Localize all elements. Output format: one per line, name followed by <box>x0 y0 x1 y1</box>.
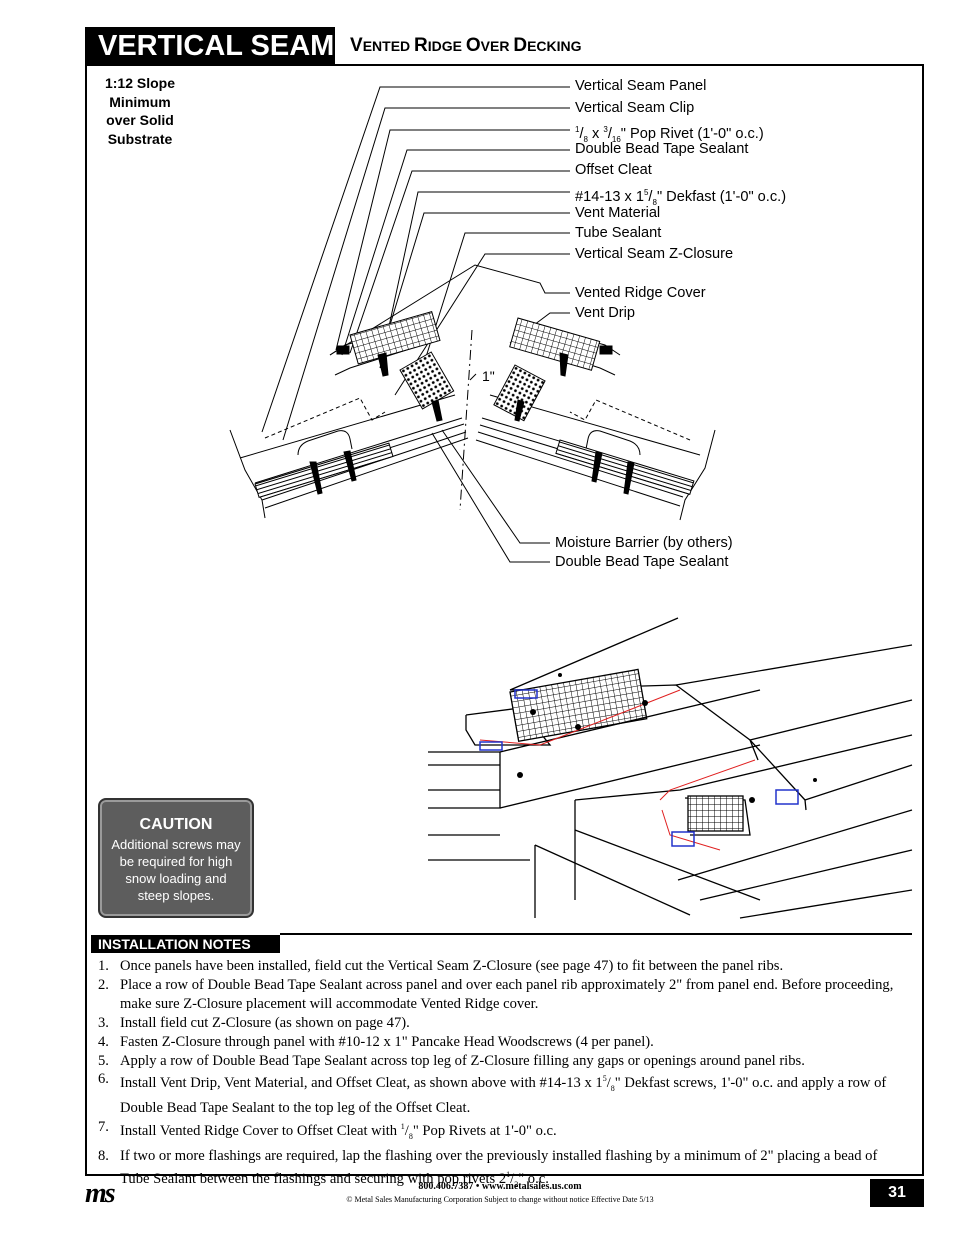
fraction-den: 8 <box>610 1084 615 1094</box>
note-number: 2. <box>98 976 109 993</box>
installation-notes-heading: INSTALLATION NOTES <box>91 935 280 953</box>
callout-vent-material: Vent Material <box>575 205 661 221</box>
list-item: 1. Once panels have been installed, field… <box>98 957 903 976</box>
callout-moisture-barrier: Moisture Barrier (by others) <box>555 535 733 551</box>
footer-contact: 800.406.7387 • www.metalsales.us.com <box>418 1181 582 1192</box>
note-number: 4. <box>98 1033 109 1050</box>
subtitle-rest: ECKING <box>527 38 582 54</box>
list-item: 8. If two or more flashings are required,… <box>98 1147 903 1195</box>
callout-cleat: Offset Cleat <box>575 162 652 178</box>
slope-note-line: Minimum <box>109 93 171 110</box>
callout-tube-sealant: Tube Sealant <box>575 225 662 241</box>
rivet-mid: x <box>587 125 604 142</box>
list-item: 3. Install field cut Z-Closure (as shown … <box>98 1014 903 1033</box>
list-item: 7. Install Vented Ridge Cover to Offset C… <box>98 1118 903 1147</box>
note-number: 6. <box>98 1071 109 1088</box>
note-text: If two or more flashings are required, l… <box>120 1147 878 1189</box>
fraction-den: 8 <box>652 197 657 207</box>
note-text: Install Vent Drip, Vent Material, and Of… <box>120 1074 887 1117</box>
page-title: VERTICAL SEAM <box>85 27 335 65</box>
note-text-pre: Install Vent Drip, Vent Material, and Of… <box>120 1075 603 1092</box>
note-text-post: " o.c. <box>518 1170 549 1187</box>
subtitle-cap: D <box>513 35 528 56</box>
note-text-pre: If two or more flashings are required, l… <box>120 1147 878 1187</box>
company-logo: ms <box>85 1178 116 1209</box>
footer-copyright: © Metal Sales Manufacturing Corporation … <box>346 1195 654 1204</box>
note-number: 7. <box>98 1119 109 1136</box>
note-text: Place a row of Double Bead Tape Sealant … <box>120 976 894 1012</box>
note-number: 8. <box>98 1147 109 1164</box>
fraction-num: 5 <box>602 1074 607 1084</box>
subtitle-cap: V <box>350 35 363 56</box>
note-number: 5. <box>98 1052 109 1069</box>
note-text: Fasten Z-Closure through panel with #10-… <box>120 1033 654 1050</box>
page-number: 31 <box>870 1179 924 1207</box>
subtitle-rest: VER <box>480 38 514 54</box>
list-item: 4. Fasten Z-Closure through panel with #1… <box>98 1033 903 1052</box>
note-text: Once panels have been installed, field c… <box>120 958 784 974</box>
note-text: Install Vented Ridge Cover to Offset Cle… <box>120 1122 557 1141</box>
fraction-den: 8 <box>408 1131 413 1141</box>
fraction-num: 3 <box>603 125 608 134</box>
callout-tape-sealant: Double Bead Tape Sealant <box>575 141 749 157</box>
subtitle-cap: R <box>414 35 428 56</box>
slope-note-line: over Solid <box>106 112 174 128</box>
subtitle-rest: ENTED <box>362 38 415 54</box>
ridge-perspective-drawing <box>428 617 913 919</box>
fraction-den: 16 <box>611 134 621 144</box>
caution-box: CAUTION Additional screws may be require… <box>98 798 254 918</box>
list-item: 2. Place a row of Double Bead Tape Sealan… <box>98 976 903 1014</box>
callout-dekfast: #14-13 x 15/8" Dekfast (1'-0" o.c.) <box>575 188 787 207</box>
dimension-label: 1" <box>482 368 495 384</box>
divider <box>280 933 912 935</box>
fraction-num: 1 <box>575 125 580 134</box>
slope-note-line: 1:12 Slope <box>104 75 176 91</box>
note-text-pre: Install Vented Ridge Cover to Offset Cle… <box>120 1122 401 1139</box>
fraction-num: 1 <box>506 1169 511 1179</box>
installation-notes-list: 1. Once panels have been installed, field… <box>98 957 903 1194</box>
slope-note: 1:12 Slope Minimum over Solid Substrate <box>90 74 190 148</box>
caution-body: Additional screws may be required for hi… <box>111 837 241 903</box>
callout-clip: Vertical Seam Clip <box>575 100 695 116</box>
callout-ridge-cover: Vented Ridge Cover <box>575 285 706 301</box>
note-text-post: " Pop Rivets at 1'-0" o.c. <box>412 1122 557 1139</box>
callout-panel: Vertical Seam Panel <box>575 78 707 94</box>
page-subtitle: VENTED RIDGE OVER DECKING <box>350 35 582 57</box>
note-text-post: " Dekfast screws, 1'-0" o.c. and apply a… <box>120 1075 887 1117</box>
subtitle-cap: O <box>465 35 481 56</box>
note-text: Install field cut Z-Closure (as shown on… <box>120 1014 410 1031</box>
caution-title: CAUTION <box>139 816 213 833</box>
callout-vent-drip: Vent Drip <box>575 305 636 321</box>
callout-tape-sealant-lower: Double Bead Tape Sealant <box>555 554 729 570</box>
content-frame <box>85 64 924 1176</box>
dekfast-pre: #14-13 x 1 <box>575 188 644 205</box>
list-item: 5. Apply a row of Double Bead Tape Sealan… <box>98 1052 903 1071</box>
callout-z-closure: Vertical Seam Z-Closure <box>575 246 734 262</box>
fraction-den: 8 <box>583 134 588 144</box>
slope-note-line: Substrate <box>107 130 173 147</box>
note-number: 1. <box>98 958 109 974</box>
note-number: 3. <box>98 1014 109 1031</box>
fraction-num: 1 <box>400 1122 405 1132</box>
fraction-num: 5 <box>643 188 649 197</box>
callout-rivet: 1/8 x 3/16" Pop Rivet (1'-0" o.c.) <box>575 125 764 144</box>
rivet-rest: " Pop Rivet (1'-0" o.c.) <box>620 125 764 142</box>
list-item: 6. Install Vent Drip, Vent Material, and … <box>98 1070 903 1118</box>
fraction-den: 2 <box>514 1179 519 1189</box>
subtitle-rest: IDGE <box>427 38 466 54</box>
note-text: Apply a row of Double Bead Tape Sealant … <box>120 1052 805 1069</box>
dekfast-rest: " Dekfast (1'-0" o.c.) <box>656 188 787 205</box>
